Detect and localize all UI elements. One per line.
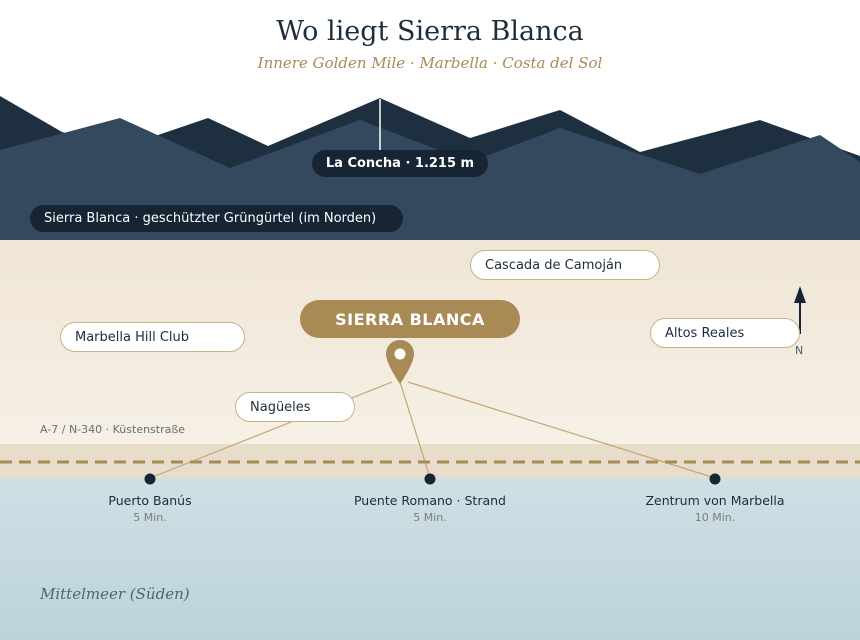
location-pin-icon [386, 340, 414, 384]
place-label-marbella-hill-club: Marbella Hill Club [60, 322, 245, 352]
compass-north-label: N [795, 344, 804, 357]
place-label-nagueles: Nagüeles [235, 392, 355, 422]
destination-dot-zentrum [709, 473, 721, 485]
destination-name: Zentrum von Marbella [645, 493, 785, 508]
place-label-text: Altos Reales [665, 325, 745, 341]
peak-label-text: La Concha · 1.215 m [325, 156, 475, 171]
main-location-label: SIERRA BLANCA [300, 300, 520, 338]
place-label-text: Marbella Hill Club [75, 329, 190, 345]
route-line-zentrum [407, 381, 716, 479]
main-location-text: SIERRA BLANCA [335, 309, 485, 329]
destination-time: 5 Min. [413, 511, 447, 524]
place-label-text: Cascada de Camoján [485, 257, 623, 273]
place-label-text: Nagüeles [250, 399, 311, 415]
destination-time: 10 Min. [694, 511, 736, 524]
north-arrow-icon [794, 286, 806, 334]
place-label-cascada: Cascada de Camoján [470, 250, 660, 280]
peak-label: La Concha · 1.215 m [312, 150, 488, 177]
destination-dot-puerto-banus [144, 473, 156, 485]
green-belt-label: Sierra Blanca · geschützter Grüngürtel (… [30, 205, 403, 232]
place-label-altos-reales: Altos Reales [650, 318, 800, 348]
destination-dot-puente-romano [424, 473, 436, 485]
sea-label: Mittelmeer (Süden) [40, 585, 190, 603]
green-belt-label-text: Sierra Blanca · geschützter Grüngürtel (… [44, 211, 377, 226]
destination-name: Puente Romano · Strand [353, 493, 506, 508]
sea-area [0, 478, 860, 640]
destination-time: 5 Min. [133, 511, 167, 524]
page-title: Wo liegt Sierra Blanca [276, 16, 584, 47]
destination-name: Puerto Banús [108, 493, 192, 508]
page-subtitle: Innere Golden Mile · Marbella · Costa de… [257, 54, 603, 72]
road-label: A-7 / N-340 · Küstenstraße [40, 423, 186, 436]
